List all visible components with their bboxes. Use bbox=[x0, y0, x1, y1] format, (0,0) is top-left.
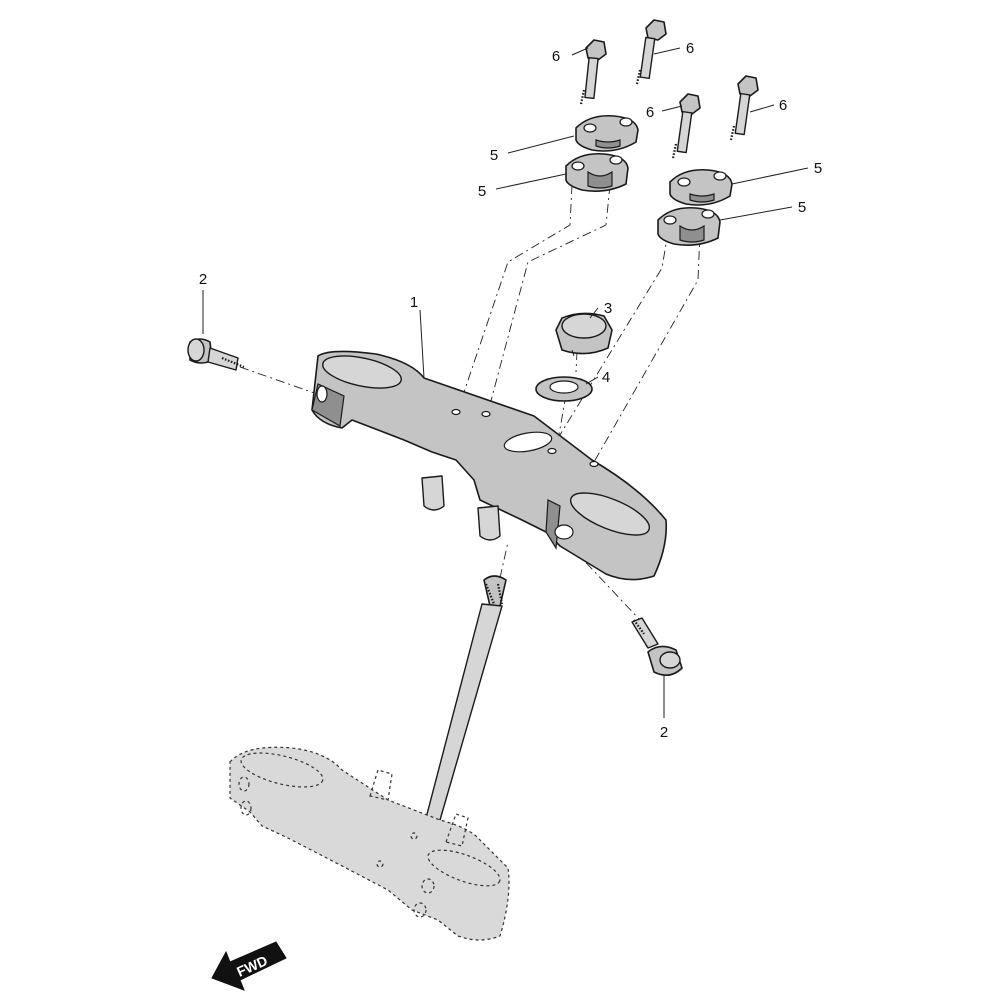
callout-part-6-c: 6 bbox=[646, 104, 654, 121]
handlebar-clamp-lower-right bbox=[657, 206, 721, 246]
fwd-label: FWD bbox=[234, 952, 270, 980]
bolt-6-c bbox=[671, 93, 701, 159]
callout-part-5-c: 5 bbox=[814, 160, 822, 177]
callout-labels: 1 2 2 3 4 5 5 5 5 6 6 6 6 bbox=[199, 40, 822, 741]
pinch-bolt-right bbox=[631, 617, 683, 676]
handlebar-clamp-upper-right bbox=[669, 168, 733, 206]
upper-triple-clamp bbox=[311, 350, 668, 581]
callout-part-6-b: 6 bbox=[686, 40, 694, 57]
callout-part-3: 3 bbox=[604, 300, 612, 317]
callout-part-2-left: 2 bbox=[199, 271, 207, 288]
bolt-6-b bbox=[635, 19, 667, 85]
callout-part-4: 4 bbox=[602, 369, 610, 386]
handlebar-clamp-upper-left bbox=[575, 114, 639, 152]
callout-part-5-d: 5 bbox=[798, 199, 806, 216]
callout-part-5-b: 5 bbox=[478, 183, 486, 200]
callout-leaders bbox=[202, 47, 809, 718]
handlebar-clamp-lower-left bbox=[565, 152, 629, 192]
stem-nut bbox=[555, 312, 613, 357]
bolt-6-d bbox=[729, 75, 759, 141]
steering-stem-shaft bbox=[425, 575, 507, 821]
callout-part-2-right: 2 bbox=[660, 724, 668, 741]
pinch-bolt-left bbox=[187, 338, 245, 371]
forward-direction-arrow: FWD bbox=[211, 941, 287, 991]
callout-part-6-d: 6 bbox=[779, 97, 787, 114]
callout-part-6-a: 6 bbox=[552, 48, 560, 65]
bolt-6-a bbox=[579, 39, 607, 105]
callout-part-1: 1 bbox=[410, 294, 418, 311]
washer bbox=[535, 376, 593, 402]
lower-triple-clamp-reference bbox=[229, 746, 510, 941]
callout-part-5-a: 5 bbox=[490, 147, 498, 164]
